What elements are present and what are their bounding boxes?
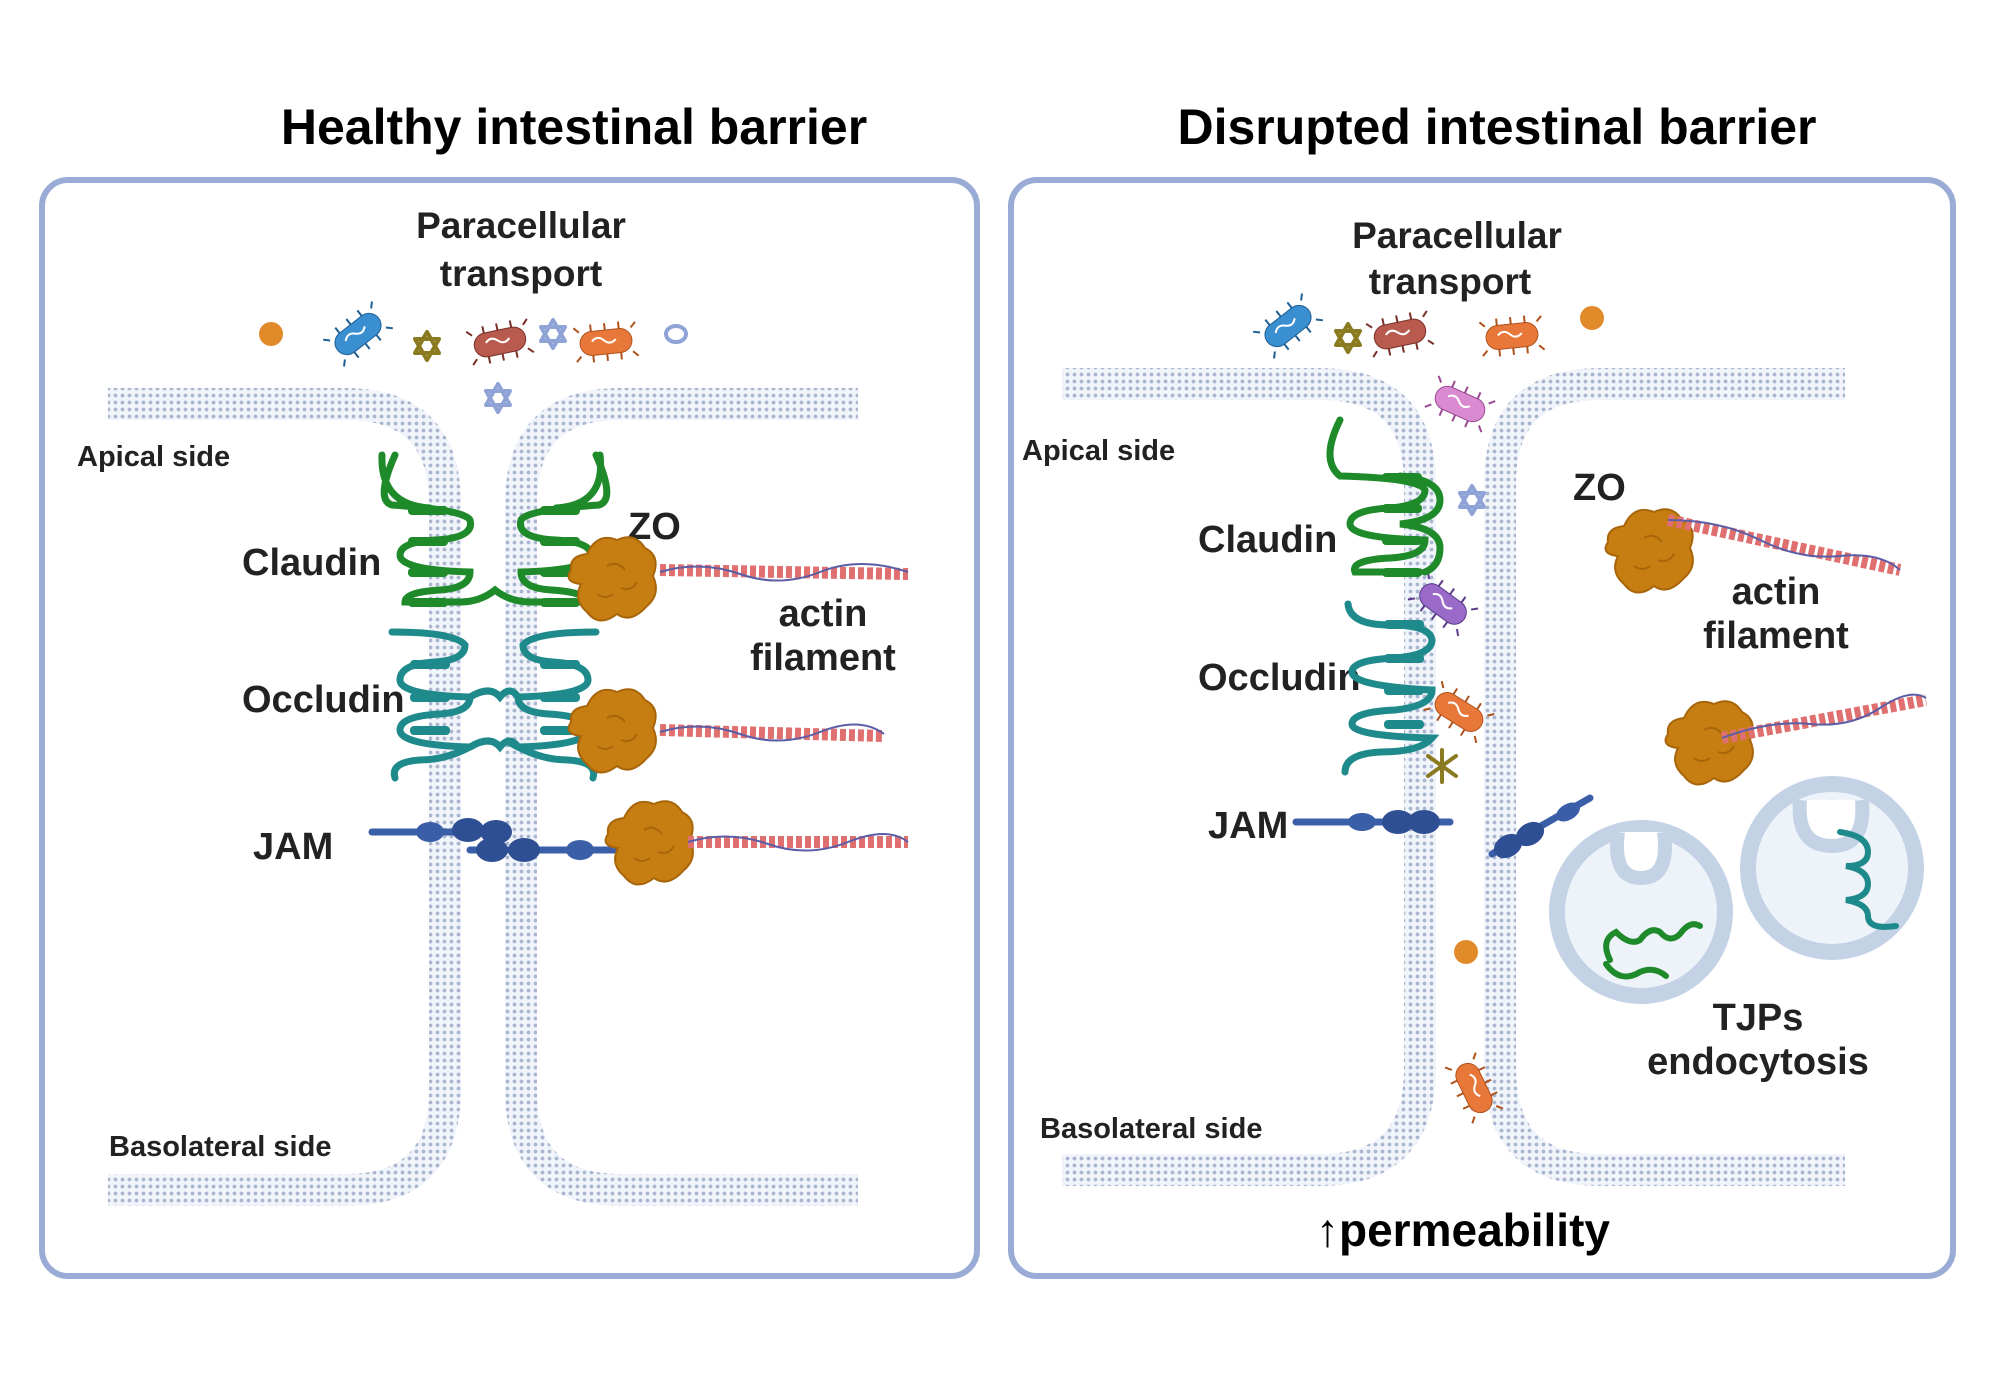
star-particle-icon: [1334, 322, 1362, 354]
healthy-jam-label: JAM: [253, 826, 333, 868]
disrupted-apical-label: Apical side: [1022, 435, 1175, 467]
disrupted-particles: [1250, 290, 1604, 1126]
star-particle-icon: [539, 318, 567, 350]
endocytosis-line2: endocytosis: [1647, 1041, 1869, 1083]
star-particle-icon: [1458, 484, 1486, 516]
bacterium-icon: [1250, 290, 1326, 362]
bacterium-icon: [1364, 307, 1436, 361]
healthy-actin-line2: filament: [750, 637, 896, 679]
bacterium-icon: [464, 315, 536, 369]
star-particle-icon: [484, 382, 512, 414]
healthy-apical-label: Apical side: [77, 441, 230, 473]
vesicle-icon: [1549, 820, 1733, 1004]
healthy-particles: [259, 298, 688, 414]
disrupted-basolateral-label: Basolateral side: [1040, 1113, 1262, 1145]
disrupted-transport-line2: transport: [1369, 261, 1531, 302]
disrupted-occludin: [1341, 600, 1440, 776]
healthy-claudin-label: Claudin: [242, 542, 381, 584]
disrupted-zo-label: ZO: [1573, 467, 1626, 509]
healthy-title: Healthy intestinal barrier: [281, 99, 867, 155]
disrupted-occludin-label: Occludin: [1198, 657, 1361, 699]
disrupted-jam-label: JAM: [1208, 805, 1288, 847]
disrupted-membranes: [1062, 368, 1845, 1186]
disrupted-actin-line2: filament: [1703, 615, 1849, 657]
healthy-basolateral-label: Basolateral side: [109, 1131, 331, 1163]
disrupted-claudin: [1326, 416, 1444, 576]
healthy-membranes: [108, 388, 858, 1206]
disrupted-panel: [1008, 177, 1956, 1279]
disrupted-actin: [1666, 514, 1928, 744]
bacterium-icon: [572, 318, 640, 366]
disrupted-claudin-domains: [1382, 473, 1422, 577]
healthy-actin: [659, 563, 909, 852]
disrupted-claudin-label: Claudin: [1198, 519, 1337, 561]
vesicle-icon: [1740, 776, 1924, 960]
bacterium-icon: [1422, 373, 1498, 435]
sphere-particle-icon: [259, 322, 283, 346]
disrupted-actin-line1: actin: [1732, 571, 1821, 613]
bacterium-icon: [1478, 312, 1546, 360]
endocytosis-line1: TJPs: [1713, 997, 1804, 1039]
zo-protein-icon: [1664, 700, 1754, 786]
healthy-transport-line1: Paracellular: [416, 205, 626, 246]
healthy-jam: [368, 818, 624, 862]
sphere-particle-icon: [1580, 306, 1604, 330]
healthy-actin-line1: actin: [779, 593, 868, 635]
healthy-occludin-domains: [410, 660, 580, 735]
healthy-occludin-label: Occludin: [242, 679, 405, 721]
disrupted-transport-line1: Paracellular: [1352, 215, 1562, 256]
disrupted-occludin-domains: [1384, 620, 1424, 729]
zo-protein-icon: [567, 536, 657, 622]
star-particle-icon: [413, 330, 441, 362]
healthy-occludin: [388, 628, 600, 782]
bacterium-icon: [320, 298, 396, 370]
healthy-panel: [39, 177, 980, 1279]
healthy-transport-line2: transport: [440, 253, 602, 294]
zo-protein-icon: [604, 800, 694, 886]
disrupted-title: Disrupted intestinal barrier: [1177, 99, 1816, 155]
ring-particle-icon: [664, 324, 688, 344]
disrupted-jam: [1292, 794, 1594, 859]
permeability-label: ↑permeability: [1316, 1204, 1610, 1256]
star-particle-icon: [1426, 748, 1458, 784]
sphere-particle-icon: [1454, 940, 1478, 964]
